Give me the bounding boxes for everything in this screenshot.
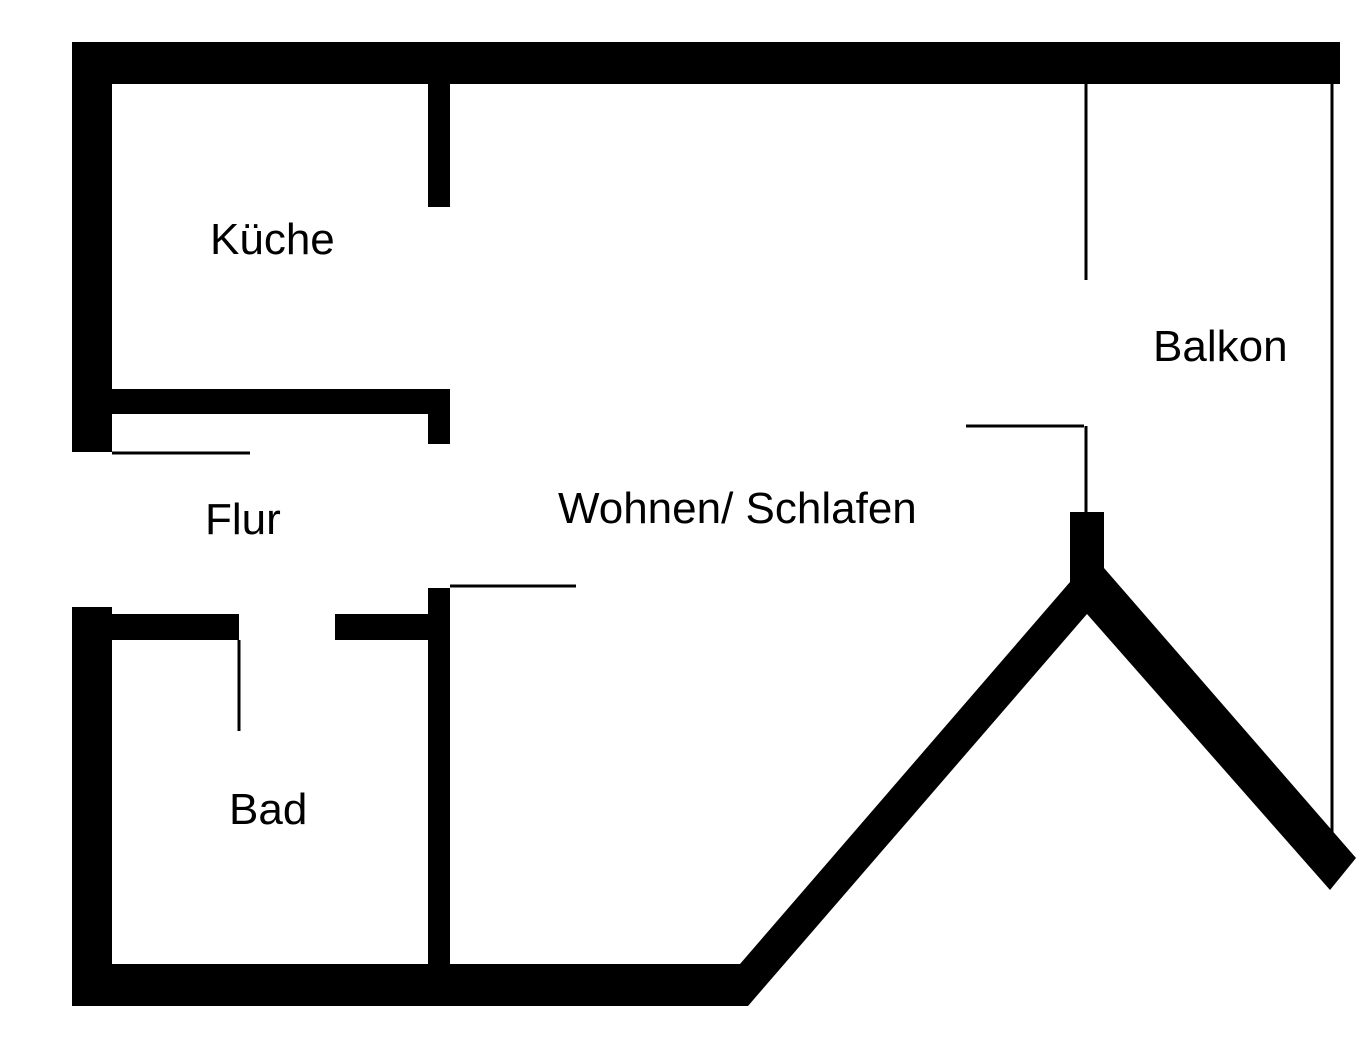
left-wall-lower	[72, 607, 112, 1006]
bottom-and-angled-wall	[72, 512, 1356, 1006]
door-and-window-lines	[112, 84, 1334, 832]
kitchen-bottom-wall	[112, 389, 450, 414]
room-label-balcony: Balkon	[1153, 322, 1288, 371]
bath-top-wall-left	[112, 614, 239, 640]
room-label-bathroom: Bad	[229, 785, 307, 834]
top-wall	[72, 42, 1340, 84]
room-label-kitchen: Küche	[210, 215, 335, 264]
room-label-hallway: Flur	[205, 495, 281, 544]
left-wall-upper	[72, 42, 112, 452]
room-label-living-sleeping: Wohnen/ Schlafen	[558, 484, 917, 533]
walls	[72, 42, 1356, 1006]
kitchen-partition-top	[428, 84, 450, 207]
bath-right-wall	[428, 588, 450, 968]
kitchen-wall-stub	[428, 389, 450, 444]
